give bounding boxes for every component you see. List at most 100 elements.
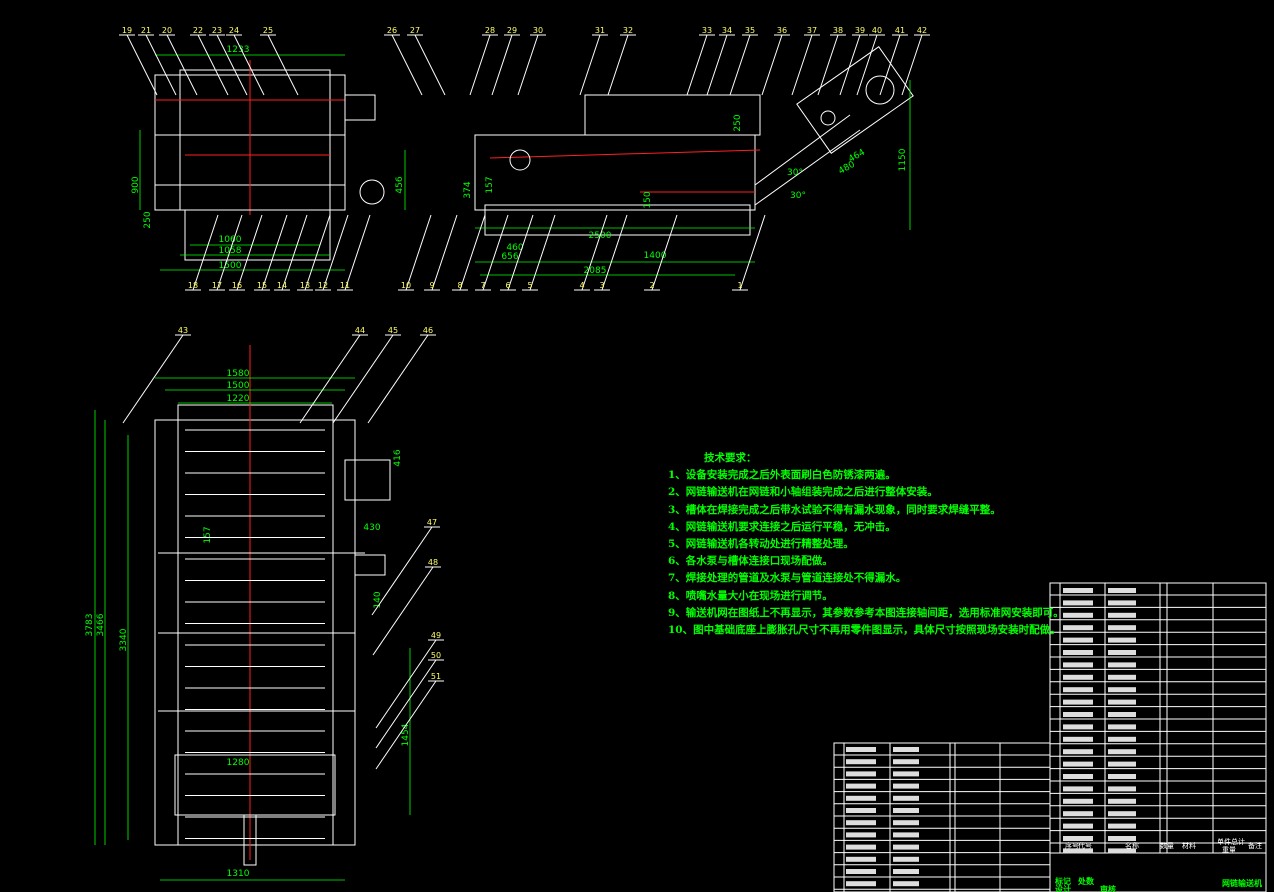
part-number: 50 xyxy=(431,651,441,660)
side-view xyxy=(474,46,914,276)
dimension-label: 1500 xyxy=(227,381,250,391)
tech-item: 5、网链输送机各转动处进行精整处理。 xyxy=(668,538,854,551)
part-number: 18 xyxy=(188,281,198,290)
part-number: 33 xyxy=(702,26,712,35)
part-number: 40 xyxy=(872,26,882,35)
part-number: 20 xyxy=(162,26,172,35)
part-number: 29 xyxy=(507,26,517,35)
dimension-label: 656 xyxy=(501,252,518,262)
dimension-label: 456 xyxy=(395,176,405,193)
part-number: 32 xyxy=(623,26,633,35)
part-number: 28 xyxy=(485,26,495,35)
part-number: 41 xyxy=(895,26,905,35)
tech-item: 1、设备安装完成之后外表面刷白色防锈漆两遍。 xyxy=(668,469,896,482)
part-number: 15 xyxy=(257,281,267,290)
dimension-label: 1280 xyxy=(227,758,250,768)
dimension-label: 3340 xyxy=(119,628,129,651)
part-number: 31 xyxy=(595,26,605,35)
part-number: 30 xyxy=(533,26,543,35)
tech-item: 9、输送机网在图纸上不再显示，其参数参考本图连接轴间距，选用标准网安装即可。 xyxy=(668,606,1064,619)
part-number: 49 xyxy=(431,631,441,640)
hdr-name: 名称 xyxy=(1125,841,1139,850)
part-number: 10 xyxy=(401,281,411,290)
dimension-label: 430 xyxy=(363,523,380,533)
dimension-labels: 1233900106010581500456250250020851400460… xyxy=(85,45,908,879)
part-number: 8 xyxy=(457,281,462,290)
dimension-label: 157 xyxy=(203,526,213,543)
part-number: 27 xyxy=(410,26,420,35)
chain-rungs xyxy=(185,429,325,839)
dimension-label: 2085 xyxy=(584,266,607,276)
part-number: 45 xyxy=(388,326,398,335)
part-number: 35 xyxy=(745,26,755,35)
dimension-label: 1150 xyxy=(898,148,908,171)
tech-item: 4、网链输送机要求连接之后运行平稳，无冲击。 xyxy=(668,520,896,533)
bom-header: 序号 代号 名称 数量 材料 单件 总计 重量 备注 网链输送机 标记 处数 设… xyxy=(1054,837,1262,892)
hdr-qty: 数量 xyxy=(1160,841,1174,850)
dimension-label: 3783 xyxy=(85,614,95,637)
dimension-label: 250 xyxy=(733,114,743,131)
part-number: 2 xyxy=(649,281,654,290)
part-number: 7 xyxy=(480,281,485,290)
hdr-weight: 重量 xyxy=(1222,846,1236,854)
dimension-label: 900 xyxy=(131,176,141,193)
part-number: 48 xyxy=(428,558,438,567)
part-number: 19 xyxy=(122,26,132,35)
part-number: 21 xyxy=(141,26,151,35)
part-number: 22 xyxy=(193,26,203,35)
part-number: 47 xyxy=(427,518,437,527)
dimension-label: 1400 xyxy=(644,251,667,261)
hdr-unit: 单件 xyxy=(1217,837,1231,846)
part-number: 13 xyxy=(300,281,310,290)
part-number: 44 xyxy=(355,326,365,335)
part-number: 38 xyxy=(833,26,843,35)
part-number: 39 xyxy=(855,26,865,35)
dimension-label: 1580 xyxy=(227,369,250,379)
dimension-label: 157 xyxy=(485,176,495,193)
tech-title: 技术要求： xyxy=(704,452,757,464)
dimension-label: 1500 xyxy=(219,261,242,271)
tech-item: 6、各水泵与槽体连接口现场配做。 xyxy=(668,555,833,568)
dimension-label: 416 xyxy=(393,449,403,466)
part-number: 34 xyxy=(722,26,732,35)
hdr-total: 总计 xyxy=(1231,837,1245,846)
sign-mark: 标记 xyxy=(1054,876,1071,886)
drawing-title: 网链输送机 xyxy=(1222,878,1262,888)
part-number: 16 xyxy=(232,281,242,290)
dimension-label: 1233 xyxy=(227,45,250,55)
part-number: 3 xyxy=(599,281,604,290)
dimension-label: 1060 xyxy=(219,235,242,245)
dimension-label: 460 xyxy=(506,243,523,253)
tech-item: 3、槽体在焊接完成之后带水试验不得有漏水现象，同时要求焊缝平整。 xyxy=(668,503,1001,516)
hdr-material: 材料 xyxy=(1182,841,1196,850)
dimension-label: 1310 xyxy=(227,869,250,879)
tech-item: 7、焊接处理的管道及水泵与管道连接处不得漏水。 xyxy=(668,572,907,585)
part-number: 12 xyxy=(318,281,328,290)
part-number: 1 xyxy=(737,281,742,290)
part-number: 4 xyxy=(579,281,584,290)
plan-view xyxy=(94,345,411,881)
dimension-label: 30° xyxy=(790,191,806,201)
part-number: 24 xyxy=(229,26,239,35)
sign-count: 处数 xyxy=(1077,876,1095,886)
part-number: 17 xyxy=(212,281,222,290)
dimension-label: 374 xyxy=(463,181,473,198)
part-number: 36 xyxy=(777,26,787,35)
sign-design: 设计 xyxy=(1055,884,1071,892)
part-number: 42 xyxy=(917,26,927,35)
technical-requirements: 技术要求： 1、设备安装完成之后外表面刷白色防锈漆两遍。 2、网链输送机在网链和… xyxy=(668,450,1064,639)
tech-item: 2、网链输送机在网链和小轴组装完成之后进行整体安装。 xyxy=(668,486,938,499)
dimension-label: 3466 xyxy=(96,613,106,636)
hdr-code: 代号 xyxy=(1078,841,1092,850)
front-view xyxy=(139,54,406,271)
dimension-label: 150 xyxy=(643,191,653,208)
dimension-label: 250 xyxy=(143,211,153,228)
part-number: 51 xyxy=(431,672,441,681)
part-number: 37 xyxy=(807,26,817,35)
part-number: 6 xyxy=(505,281,510,290)
part-number: 9 xyxy=(429,281,434,290)
part-number: 43 xyxy=(178,326,188,335)
part-number: 11 xyxy=(340,281,350,290)
